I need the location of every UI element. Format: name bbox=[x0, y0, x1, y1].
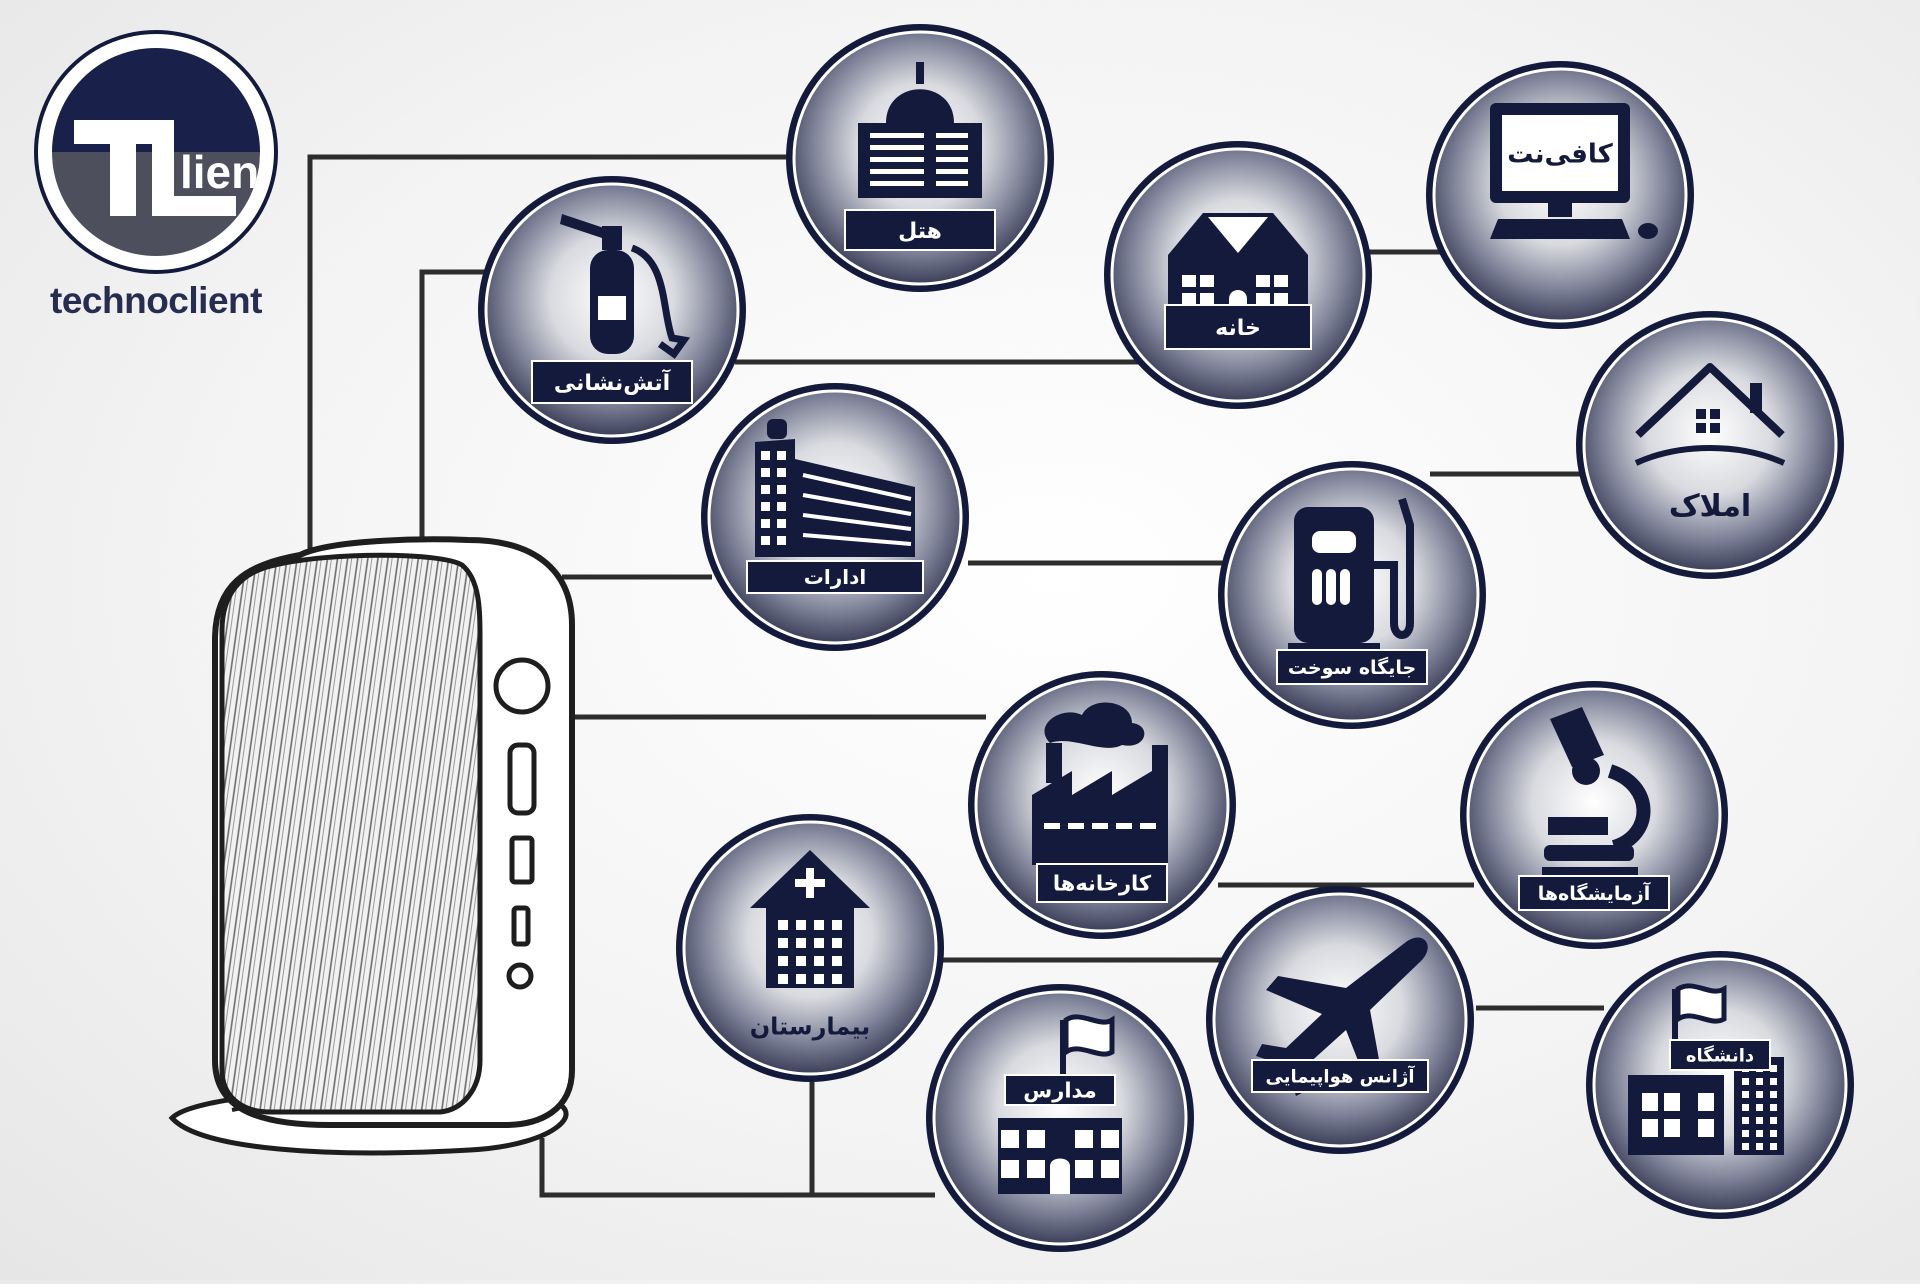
airplane-icon bbox=[1256, 937, 1428, 1096]
hotel-building-icon bbox=[858, 62, 982, 198]
usb-port-icon bbox=[509, 835, 535, 885]
node-label-cafe: کافی‌نت bbox=[1507, 139, 1613, 169]
node-label-box bbox=[1518, 875, 1670, 911]
usb-port-icon bbox=[507, 742, 537, 816]
hospital-icon bbox=[750, 850, 870, 988]
audio-port-icon bbox=[511, 905, 531, 947]
office-building-icon bbox=[755, 419, 915, 557]
node-fire: آتش‌نشانی bbox=[478, 176, 746, 444]
node-label-box bbox=[844, 209, 996, 251]
node-label-box bbox=[746, 560, 924, 594]
link-base bbox=[539, 1138, 935, 1198]
node-label-hotel: هتل bbox=[898, 219, 942, 244]
microscope-icon bbox=[1542, 707, 1651, 875]
node-realestate: املاک bbox=[1576, 311, 1844, 579]
brand-mark-letters: lienT bbox=[180, 146, 260, 198]
node-label-box bbox=[1669, 1039, 1771, 1071]
led-indicator-icon bbox=[506, 962, 534, 990]
link-hotel bbox=[307, 154, 805, 555]
node-hotel: هتل bbox=[786, 24, 1054, 292]
nodes: هتل آتش‌نشانی خانه کافی‌نت املاک ادارات جایگاه… bbox=[478, 24, 1854, 1252]
node-hospital: بیمارستان bbox=[676, 814, 944, 1082]
node-airline: آژانس هواپیمایی bbox=[1206, 886, 1474, 1154]
node-label-offices: ادارات bbox=[804, 565, 866, 589]
node-cafe: کافی‌نت bbox=[1426, 61, 1694, 329]
node-offices: ادارات bbox=[701, 383, 969, 651]
node-label-realestate: املاک bbox=[1669, 489, 1751, 524]
fuel-pump-icon bbox=[1288, 497, 1414, 653]
link-fire bbox=[419, 269, 490, 540]
node-label-box bbox=[1004, 1074, 1116, 1106]
thin-client-device-icon bbox=[168, 536, 575, 1156]
brand-logo-icon: lienT bbox=[74, 120, 260, 216]
connection-lines bbox=[307, 154, 1604, 1198]
roof-house-icon bbox=[1634, 363, 1786, 466]
node-home: خانه bbox=[1104, 141, 1372, 409]
brand-logo: lienT bbox=[34, 30, 278, 274]
node-labs: آزمایشگاه‌ها bbox=[1460, 681, 1728, 949]
computer-monitor-icon bbox=[1490, 103, 1658, 239]
university-icon bbox=[1628, 983, 1784, 1155]
factory-icon bbox=[1032, 702, 1168, 865]
node-label-factory: کارخانه‌ها bbox=[1053, 872, 1152, 896]
brand-name: technoclient bbox=[50, 280, 262, 321]
node-label-home: خانه bbox=[1215, 316, 1261, 341]
node-university: دانشگاه bbox=[1586, 951, 1854, 1219]
node-label-box bbox=[531, 360, 693, 404]
node-fuel: جایگاه سوخت bbox=[1218, 461, 1486, 729]
school-icon bbox=[998, 1014, 1122, 1194]
node-label-university: دانشگاه bbox=[1686, 1044, 1754, 1066]
node-label-hospital: بیمارستان bbox=[750, 1013, 871, 1041]
node-label-fire: آتش‌نشانی bbox=[554, 368, 671, 396]
power-button-icon bbox=[493, 657, 551, 715]
node-factory: کارخانه‌ها bbox=[968, 671, 1236, 939]
node-label-schools: مدارس bbox=[1023, 1079, 1096, 1103]
node-schools: مدارس bbox=[926, 984, 1194, 1252]
node-label-labs: آزمایشگاه‌ها bbox=[1538, 881, 1651, 905]
node-label-airline: آژانس هواپیمایی bbox=[1265, 1064, 1415, 1087]
node-label-box bbox=[1164, 304, 1312, 350]
node-label-box bbox=[1036, 863, 1168, 903]
fire-extinguisher-icon bbox=[560, 214, 691, 359]
node-label-fuel: جایگاه سوخت bbox=[1288, 656, 1416, 679]
brand-logo-mark: lienT bbox=[52, 48, 260, 256]
node-label-box bbox=[1251, 1059, 1429, 1093]
node-label-box bbox=[1276, 649, 1428, 685]
